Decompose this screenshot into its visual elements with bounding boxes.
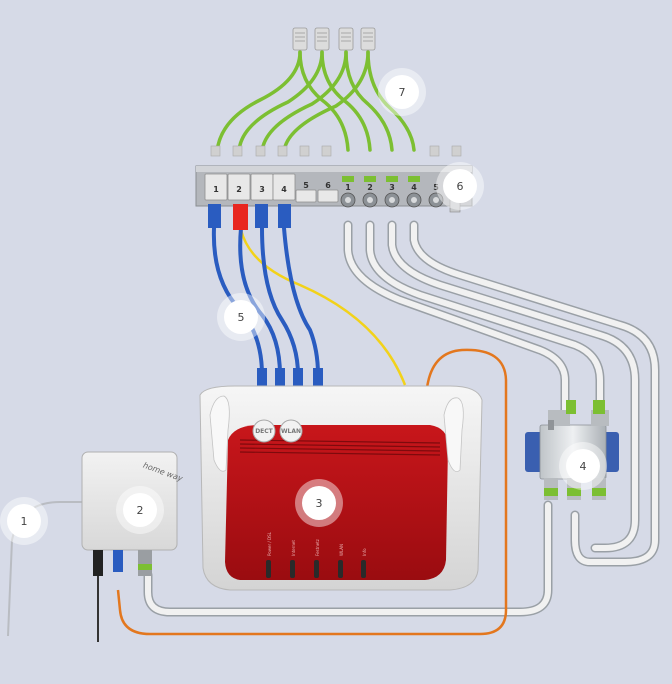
network-plugs	[208, 204, 291, 230]
marker-4-label: 4	[580, 460, 587, 473]
router: DECT WLAN Power / DSL Internet Festnetz …	[199, 385, 483, 591]
lamp-label: Power / DSL	[267, 531, 272, 556]
coax-jacks	[340, 176, 444, 208]
status-lamps: Power / DSL Internet Festnetz WLAN Info	[266, 531, 367, 578]
rj45-port-number: 6	[325, 181, 331, 190]
coax-cables	[143, 220, 660, 617]
lamp-label: Info	[362, 548, 367, 556]
coax-port-number: 4	[411, 183, 417, 192]
rj45-port-number: 1	[213, 185, 219, 194]
coax-port-number: 3	[389, 183, 395, 192]
patch-panel: 1 2 3 4 5 6 1 2 3 4 5	[195, 145, 473, 230]
lamp-label: Internet	[291, 540, 296, 556]
yellow-cable	[239, 229, 407, 386]
marker-1[interactable]: 1	[0, 497, 48, 545]
marker-7[interactable]: 7	[378, 68, 426, 116]
marker-3-label: 3	[316, 497, 323, 510]
dect-button-label: DECT	[255, 428, 273, 435]
wlan-button-label: WLAN	[281, 428, 301, 435]
marker-6[interactable]: 6	[436, 162, 484, 210]
coax-port-number: 2	[367, 183, 373, 192]
rj45-port-number: 2	[236, 185, 242, 194]
telephone-plugs	[292, 27, 376, 51]
coax-splitter	[525, 400, 619, 500]
marker-1-label: 1	[21, 515, 28, 528]
marker-2[interactable]: 2	[116, 486, 164, 534]
lamp-label: WLAN	[339, 544, 344, 556]
marker-2-label: 2	[137, 504, 144, 517]
rj45-port-number: 3	[259, 185, 265, 194]
wlan-button[interactable]: WLAN	[279, 419, 303, 443]
lamp-label: Festnetz	[315, 539, 320, 556]
marker-7-label: 7	[399, 86, 406, 99]
rj45-port-number: 4	[281, 185, 287, 194]
coax-port-number: 5	[433, 183, 439, 192]
marker-6-label: 6	[457, 180, 464, 193]
markers: 1 2 3 4 5 6 7	[0, 68, 607, 545]
marker-5-label: 5	[238, 311, 245, 324]
router-network-plugs	[257, 368, 323, 386]
dect-button[interactable]: DECT	[252, 419, 276, 443]
marker-5[interactable]: 5	[217, 293, 265, 341]
orange-cable	[116, 348, 508, 636]
coax-port-number: 1	[345, 183, 351, 192]
marker-4[interactable]: 4	[559, 442, 607, 490]
telephone-cables	[215, 50, 416, 154]
marker-3[interactable]: 3	[295, 479, 343, 527]
rj45-port-number: 5	[303, 181, 309, 190]
